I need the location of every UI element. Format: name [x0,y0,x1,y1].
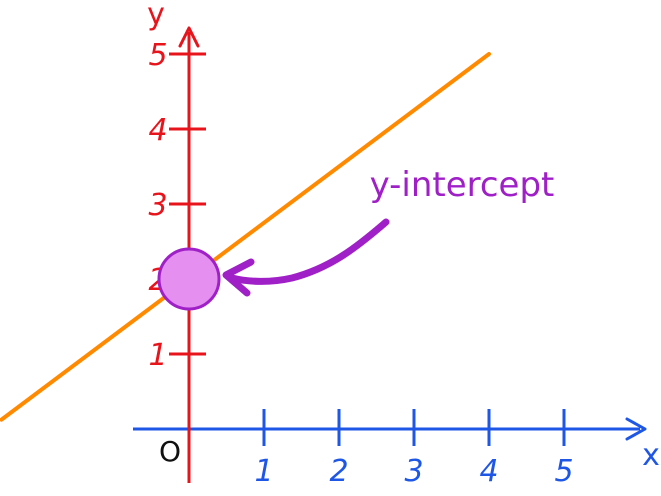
y-tick-label: 1 [148,338,167,373]
x-axis-label: x [642,438,660,473]
x-axis-arrowhead [625,417,647,441]
x-tick-label: 1 [254,454,273,489]
x-tick-label: 2 [329,454,348,489]
origin-label: O [159,435,181,468]
x-tick-label: 5 [554,454,573,489]
x-ticks: 1 2 3 4 5 [254,409,574,489]
y-tick-label: 3 [148,188,167,223]
x-tick-label: 4 [479,454,498,489]
y-axis-arrowhead [178,26,200,48]
series-line [0,52,491,422]
x-axis: x [133,417,660,473]
y-intercept-annotation: y-intercept [222,165,555,297]
y-axis-label: y [147,0,165,32]
annotation-label: y-intercept [370,165,555,205]
y-intercept-marker [157,247,221,311]
y-tick-label: 5 [148,38,167,73]
x-tick-label: 3 [404,454,423,489]
y-tick-label: 4 [148,113,167,148]
annotation-arrow [228,218,390,285]
annotation-arrowhead [222,258,255,297]
